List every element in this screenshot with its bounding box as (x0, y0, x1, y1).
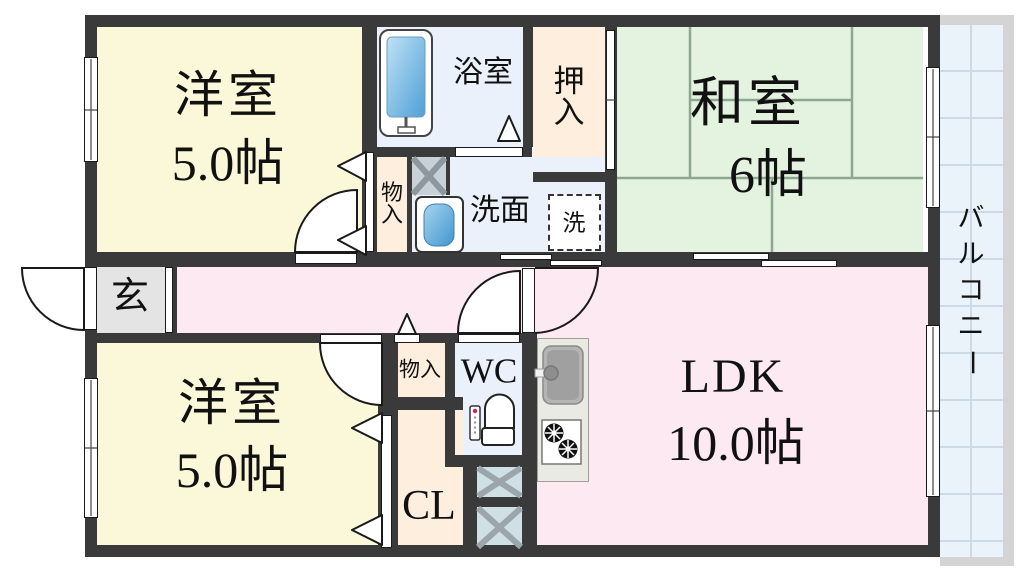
fusuma-oshiire (606, 30, 615, 170)
entrance-door-leaf (84, 267, 97, 330)
cl-door-leaf (381, 415, 392, 548)
wc-door-opening (458, 334, 520, 343)
label-storage-top: 物入 (380, 180, 404, 227)
wall (522, 333, 537, 557)
bathroom-door-opening (455, 147, 523, 157)
room-japanese (617, 27, 923, 252)
window-ldk (926, 325, 940, 497)
label-bedroom-top-size: 5.0帖 (171, 135, 285, 191)
corridor (177, 267, 522, 333)
wall (395, 397, 463, 410)
wall (477, 497, 522, 507)
label-laundry: 洗 (562, 210, 586, 236)
wall (523, 27, 533, 147)
wall (446, 157, 450, 195)
window-bedroom-bottom (84, 378, 98, 518)
shaft-box-1 (477, 467, 522, 497)
door-arc-entrance (20, 267, 85, 332)
entrance-step-strip (165, 267, 173, 333)
label-bedroom-bottom-size: 5.0帖 (175, 442, 289, 498)
window-bedroom-top (84, 57, 98, 162)
wall-outer-top (85, 15, 940, 27)
window-japanese-room (926, 67, 940, 208)
room-entrance (97, 267, 165, 333)
wall (463, 467, 477, 557)
washing-machine-space (548, 194, 601, 251)
label-japanese-room-size: 6帖 (728, 147, 808, 204)
room-oshiire (533, 27, 605, 172)
label-storage-bottom: 物入 (399, 357, 441, 382)
wall (455, 455, 522, 467)
label-entrance: 玄 (110, 276, 150, 318)
wall (533, 172, 605, 182)
japanese-room-sliding-door-a (693, 253, 769, 260)
balcony-rail-bottom (940, 557, 1014, 566)
japanese-room-sliding-door-b (761, 260, 837, 267)
shaft-box-2 (477, 507, 522, 548)
label-japanese-room-name: 和室 (690, 73, 806, 133)
label-cl: CL (402, 483, 456, 529)
pipe-space-box (412, 157, 446, 195)
storage-top-door-leaf (365, 152, 374, 252)
room-balcony (940, 25, 1003, 557)
washroom-sliding-door-b (550, 260, 602, 266)
door-opening-bedroom-top (295, 253, 357, 264)
label-ldk-size: 10.0帖 (667, 415, 805, 471)
ldk-door-leaf (522, 268, 535, 333)
label-bathroom: 浴室 (453, 56, 513, 89)
storage-bottom-door-opening (394, 334, 420, 343)
room-storage-top (377, 157, 407, 252)
label-balcony: バルコニー (956, 203, 987, 377)
wall (407, 157, 412, 252)
balcony-rail-top (940, 15, 1014, 25)
label-ldk-name: LDK (680, 350, 786, 403)
wall (173, 267, 177, 333)
washroom-sliding-door-a (500, 254, 552, 260)
wall (377, 147, 532, 157)
label-bedroom-top-name: 洋室 (174, 67, 282, 123)
label-oshiire: 押入 (553, 64, 585, 130)
room-storage-bottom (398, 343, 445, 397)
kitchen-counter (537, 338, 589, 482)
label-bedroom-bottom-name: 洋室 (178, 375, 286, 431)
wall-corridor-bottom (85, 333, 522, 343)
balcony-rail-right (1003, 15, 1014, 566)
label-wc: WC (460, 351, 518, 391)
wall-outer-bottom (85, 545, 940, 557)
label-washroom: 洗面 (470, 194, 530, 227)
door-opening-bedroom-bottom (320, 334, 382, 343)
